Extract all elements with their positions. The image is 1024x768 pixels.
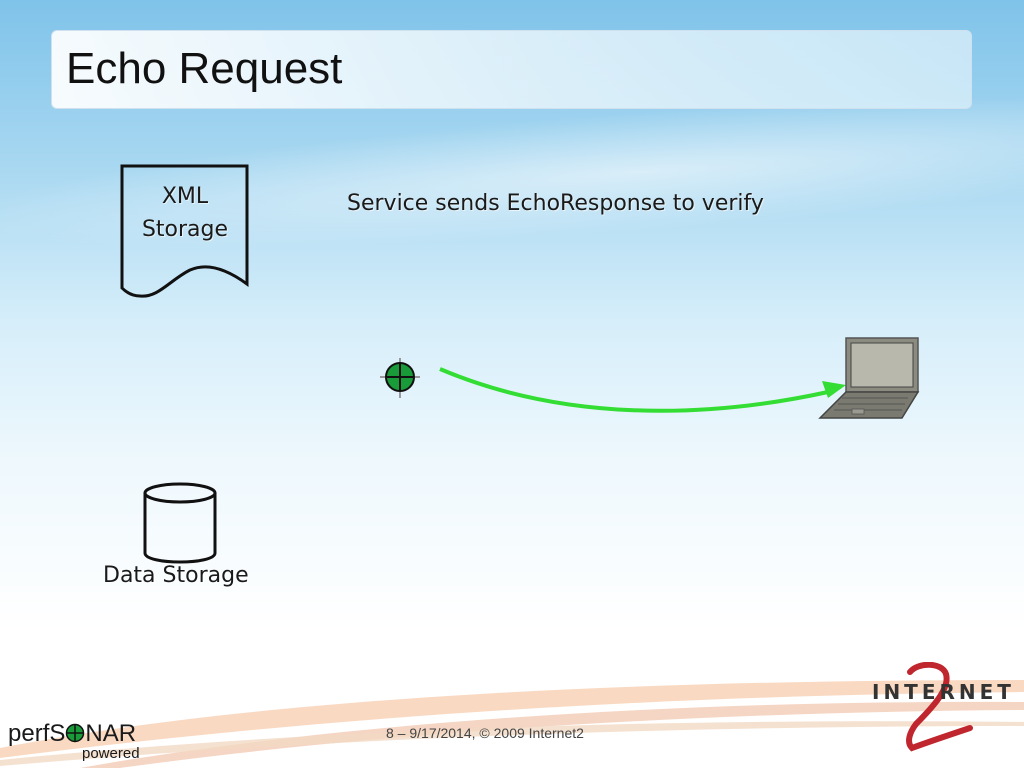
database-icon — [143, 482, 217, 564]
xml-storage-line1: XML — [161, 184, 209, 209]
service-message: Service sends EchoResponse to verify — [347, 191, 764, 216]
perfsonar-text-left: perfS — [8, 720, 66, 747]
document-icon — [120, 164, 249, 298]
laptop-icon — [818, 337, 920, 419]
internet2-logo: INTERNET — [872, 662, 1011, 754]
xml-storage-line2: Storage — [141, 217, 229, 242]
perfsonar-logo: perfS NAR powered — [8, 718, 148, 764]
perfsonar-node-icon — [66, 723, 85, 743]
slide-footer: 8 – 9/17/2014, © 2009 Internet2 — [386, 725, 584, 741]
perfsonar-wordmark: perfS NAR — [8, 720, 136, 748]
xml-storage-label: XML Storage — [122, 180, 248, 246]
slide-title: Echo Request — [66, 44, 343, 93]
title-bar — [51, 30, 972, 109]
perfsonar-powered: powered — [82, 745, 140, 762]
service-node-icon — [380, 358, 420, 398]
internet2-numeral-icon — [906, 662, 973, 752]
data-storage-label: Data Storage — [103, 563, 249, 588]
internet2-text: INTERNET — [872, 680, 1015, 704]
echo-response-arrow — [439, 367, 846, 413]
perfsonar-text-right: NAR — [85, 720, 137, 747]
